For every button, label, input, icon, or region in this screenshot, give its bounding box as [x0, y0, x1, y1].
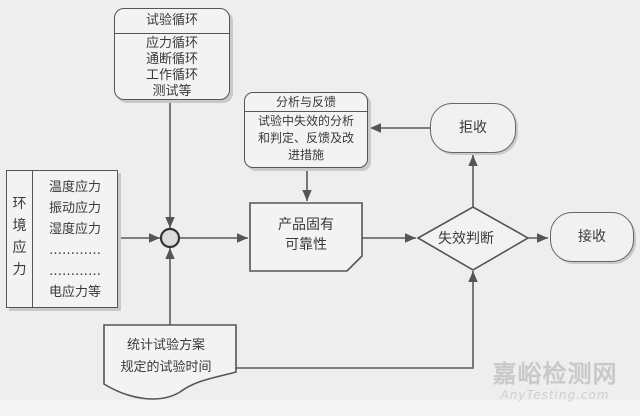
test-cycle-items: 应力循环 通断循环 工作循环 测试等	[115, 36, 229, 100]
test-cycle-item: 测试等	[152, 84, 192, 99]
reliability-line: 可靠性	[285, 237, 327, 253]
reliability-line: 产品固有	[278, 217, 334, 233]
stress-item: 湿度应力	[48, 222, 101, 237]
environmental-stress-items: 温度应力 振动应力 湿度应力 ………… ………… 电应力等	[35, 177, 115, 303]
label-char: 力	[12, 262, 27, 278]
inherent-reliability-box: 产品固有 可靠性	[250, 203, 362, 271]
environmental-stress-label: 环 境 应 力	[7, 171, 33, 307]
test-cycle-item: 通断循环	[145, 52, 198, 67]
failure-decision-label: 失效判断	[438, 231, 494, 247]
watermark-en: AnyTesting.com	[500, 388, 610, 402]
watermark: 嘉峪检测网 AnyTesting.com	[480, 360, 630, 402]
inherent-reliability-label: 产品固有 可靠性	[250, 215, 362, 255]
label-char: 境	[12, 218, 27, 234]
stress-item: 振动应力	[48, 201, 101, 216]
statistical-plan-shape	[103, 324, 237, 400]
accept-node: 接收	[550, 212, 634, 262]
stress-item: 电应力等	[48, 285, 101, 300]
analysis-feedback-body: 试验中失效的分析 和判定、反馈及改 进措施	[245, 113, 367, 164]
feedback-line: 进措施	[287, 148, 324, 162]
analysis-feedback-title: 分析与反馈	[245, 93, 367, 112]
plan-line: 规定的试验时间	[120, 360, 212, 375]
feedback-line: 和判定、反馈及改	[257, 131, 354, 145]
statistical-plan-label: 统计试验方案 规定的试验时间	[104, 335, 228, 379]
stress-item: …………	[49, 264, 101, 279]
plan-line: 统计试验方案	[126, 338, 205, 353]
test-cycle-title: 试验循环	[115, 9, 229, 34]
label-char: 环	[12, 196, 27, 212]
analysis-feedback-box: 分析与反馈 试验中失效的分析 和判定、反馈及改 进措施	[244, 92, 368, 168]
failure-decision-shape	[416, 206, 530, 271]
label-char: 应	[12, 240, 27, 256]
test-cycle-item: 应力循环	[145, 36, 198, 51]
bottom-strip	[0, 400, 640, 416]
summing-junction	[159, 227, 181, 249]
test-cycle-box: 试验循环 应力循环 通断循环 工作循环 测试等	[114, 8, 230, 100]
watermark-cn: 嘉峪检测网	[492, 360, 618, 388]
environmental-stress-box: 环 境 应 力 温度应力 振动应力 湿度应力 ………… ………… 电应力等	[6, 170, 118, 308]
feedback-line: 试验中失效的分析	[257, 114, 354, 128]
stress-item: …………	[49, 243, 101, 258]
test-cycle-item: 工作循环	[145, 68, 198, 83]
stress-item: 温度应力	[48, 180, 101, 195]
inherent-reliability-shape	[249, 202, 363, 272]
reject-node: 拒收	[430, 103, 516, 153]
statistical-plan-box: 统计试验方案 规定的试验时间	[104, 325, 236, 403]
